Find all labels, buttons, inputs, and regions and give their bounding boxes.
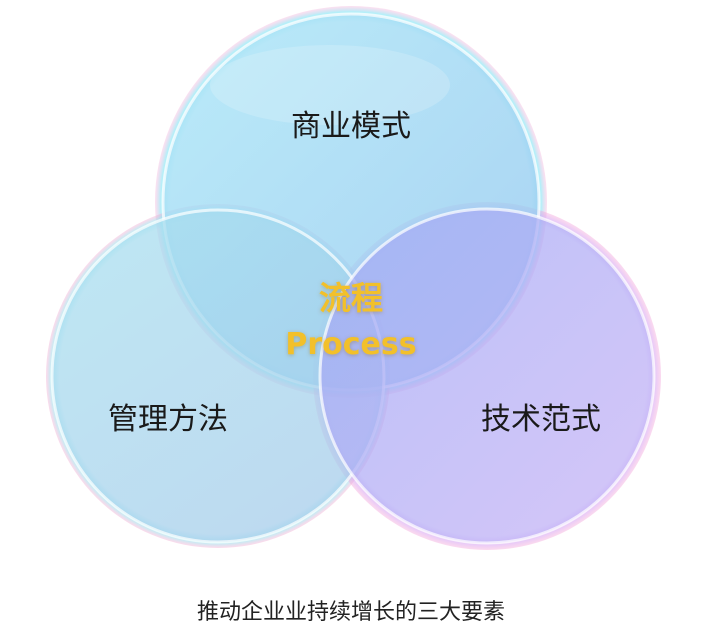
right-circle-label: 技术范式 [481, 402, 601, 437]
center-label-zh: 流程 [319, 279, 383, 317]
top-circle-label: 商业模式 [291, 109, 411, 144]
center-label-en: Process [285, 327, 416, 362]
left-circle-label: 管理方法 [108, 402, 228, 437]
diagram-caption: 推动企业业持续增长的三大要素 [197, 600, 505, 625]
top-circle-highlight [210, 45, 450, 125]
right-circle [318, 207, 656, 545]
